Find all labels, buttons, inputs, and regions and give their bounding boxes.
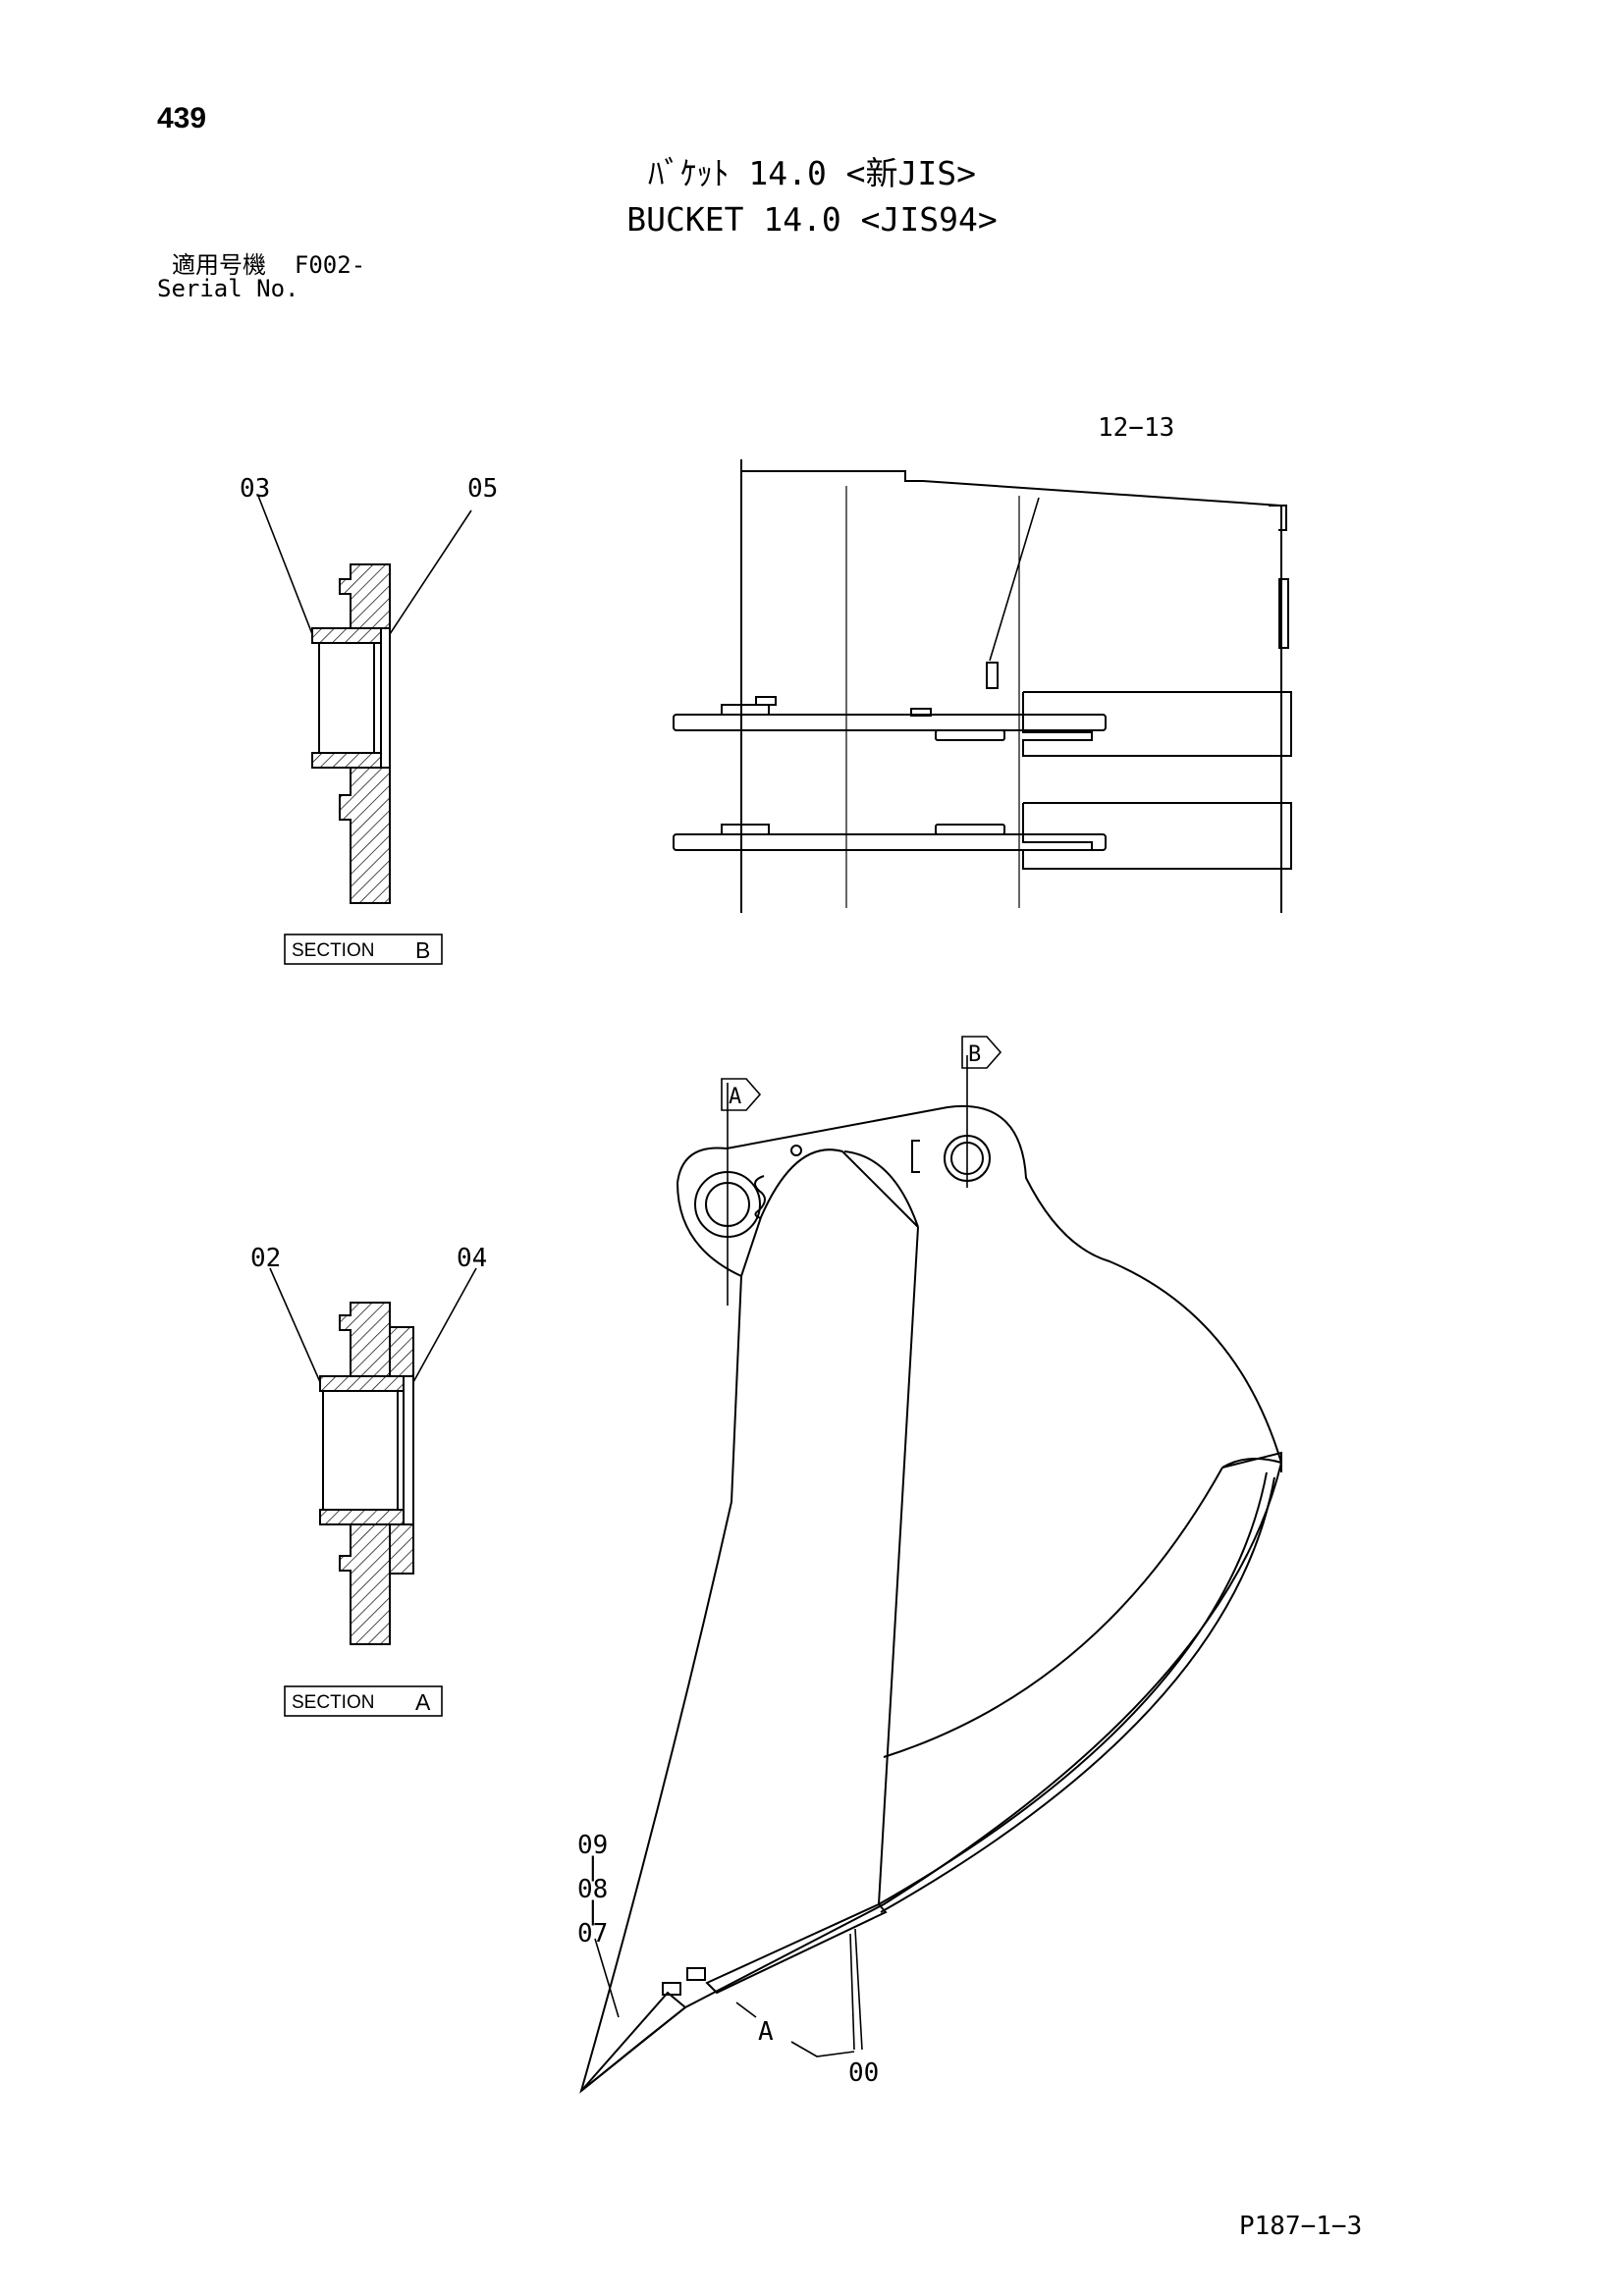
callout-02: 02 — [250, 1244, 281, 1273]
serial-number-label-english: Serial No. — [157, 275, 299, 302]
callout-09: 09 — [577, 1831, 608, 1860]
section-a-letter: A — [415, 1689, 431, 1715]
serial-number-label-japanese: 適用号機 F002- — [172, 251, 366, 279]
page-number: 439 — [157, 102, 207, 134]
tooth-view-marker-a: A — [758, 2017, 774, 2047]
callout-00: 00 — [848, 2058, 879, 2088]
callout-04: 04 — [457, 1244, 487, 1273]
callout-dash-1: | — [585, 1852, 601, 1882]
view-marker-a: A — [729, 1085, 741, 1109]
section-b-detail — [257, 495, 472, 965]
section-b-letter: B — [415, 937, 430, 963]
callout-12-13: 12−13 — [1098, 413, 1174, 443]
page-title-japanese: ﾊﾞｹｯﾄ 14.0 <新JIS> — [647, 154, 977, 192]
page-title-english: BUCKET 14.0 <JIS94> — [626, 200, 998, 239]
callout-dash-2: | — [585, 1896, 601, 1926]
section-a-label: SECTION — [292, 1692, 374, 1713]
callout-07: 07 — [577, 1919, 608, 1949]
view-marker-b: B — [968, 1042, 981, 1067]
callout-03: 03 — [240, 474, 270, 504]
bucket-side-view — [579, 1036, 1283, 2094]
bucket-top-view — [673, 459, 1292, 913]
section-a-detail — [269, 1267, 477, 1717]
callout-08: 08 — [577, 1875, 608, 1904]
callout-labels: 03 05 02 04 12−13 09 | 08 | 07 00 A A B … — [240, 413, 1174, 2088]
section-b-label: SECTION — [292, 940, 374, 961]
callout-05: 05 — [467, 474, 498, 504]
page-code: P187−1−3 — [1239, 2212, 1363, 2241]
